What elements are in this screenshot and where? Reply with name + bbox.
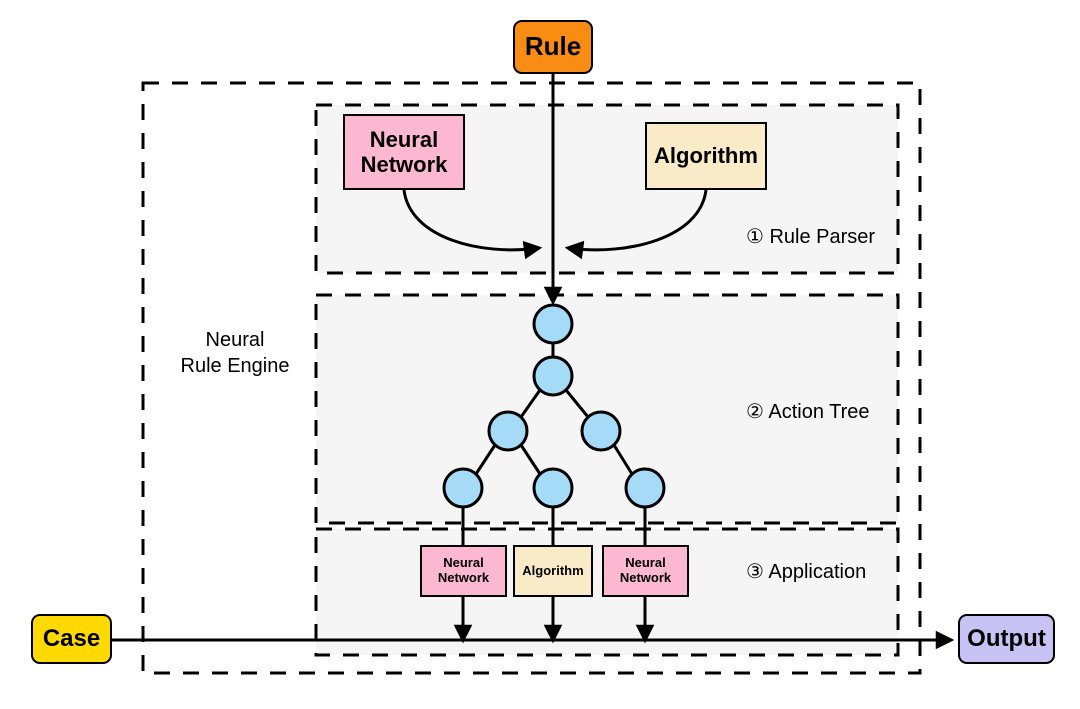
rule-input-box[interactable]: Rule	[513, 20, 593, 74]
application-neural-network-right-box[interactable]: Neural Network	[602, 545, 689, 597]
tree-node-n5	[532, 467, 574, 509]
tree-node-n6	[624, 467, 666, 509]
tree-edge-n1-n3	[564, 389, 590, 418]
application-boundary	[314, 527, 900, 657]
tree-node-n2	[487, 410, 529, 452]
rule-parser-boundary	[314, 103, 900, 275]
tree-edge-n1-n2	[519, 389, 542, 418]
application-neural-network-left-box[interactable]: Neural Network	[420, 545, 507, 597]
neural-rule-engine-boundary	[141, 81, 922, 675]
rule-parser-neural-network-box[interactable]: Neural Network	[343, 114, 465, 190]
action-tree-nodes	[442, 303, 666, 509]
action-tree-section-bg	[316, 295, 898, 523]
algorithm-to-junction-arrow	[564, 189, 708, 260]
action-tree-edges	[474, 343, 634, 475]
case-input-box[interactable]: Case	[31, 614, 112, 664]
tree-to-application-connectors	[461, 507, 647, 545]
tree-edge-n2-n5	[519, 444, 542, 475]
tree-edge-n3-n6	[612, 444, 634, 475]
section-label-action-tree: ② Action Tree	[746, 401, 870, 423]
tree-node-n0	[532, 303, 574, 345]
action-tree-boundary	[314, 293, 900, 525]
tree-edge-n2-n4	[474, 444, 497, 475]
output-box[interactable]: Output	[958, 614, 1055, 664]
rule-parser-algorithm-box[interactable]: Algorithm	[645, 122, 767, 190]
tree-node-n1	[532, 355, 574, 397]
application-algorithm-box[interactable]: Algorithm	[513, 545, 593, 597]
application-to-output-bus-arrows	[453, 597, 655, 644]
neural-network-to-junction-arrow	[402, 189, 543, 260]
tree-node-n4	[442, 467, 484, 509]
section-label-rule-parser: ① Rule Parser	[746, 226, 876, 248]
section-label-application: ③ Application	[746, 561, 867, 583]
tree-node-n3	[580, 410, 622, 452]
neural-rule-engine-title: Neural Rule Engine	[180, 329, 290, 377]
